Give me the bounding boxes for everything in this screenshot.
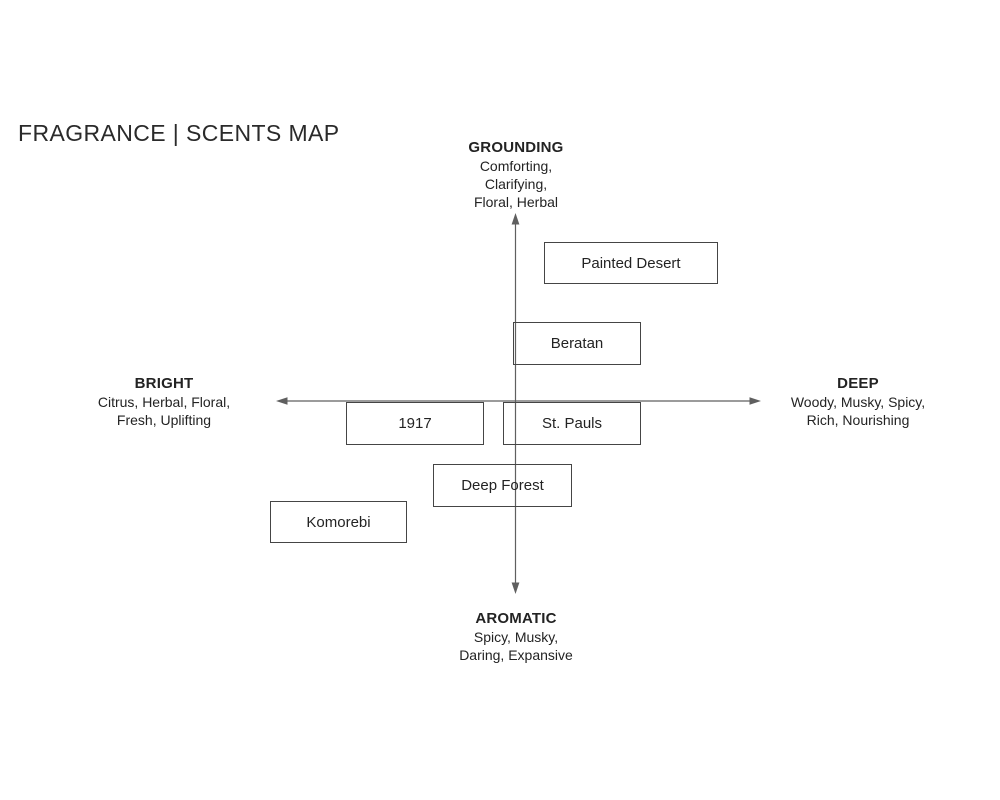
axis-descriptor-line: Woody, Musky, Spicy, <box>790 394 926 410</box>
axis-descriptor-line: Citrus, Herbal, Floral, <box>97 394 231 410</box>
item-komorebi[interactable]: Komorebi <box>270 501 407 543</box>
axis-descriptor-line: Spicy, Musky, <box>473 629 559 645</box>
axis-descriptor-line: Daring, Expansive <box>459 647 573 663</box>
item-1917[interactable]: 1917 <box>346 402 484 445</box>
item-label: Painted Desert <box>581 254 681 272</box>
axis-label-bright: BRIGHT Citrus, Herbal, Floral, Fresh, Up… <box>64 374 264 429</box>
axis-descriptor-line: Fresh, Uplifting <box>116 412 212 428</box>
axis-descriptor-line: Rich, Nourishing <box>806 412 910 428</box>
axis-title-aromatic: AROMATIC <box>475 610 557 627</box>
page-title: FRAGRANCE | SCENTS MAP <box>18 120 340 146</box>
axis-label-deep: DEEP Woody, Musky, Spicy, Rich, Nourishi… <box>758 374 958 429</box>
item-st-pauls[interactable]: St. Pauls <box>503 402 641 445</box>
item-label: St. Pauls <box>541 415 603 432</box>
item-label: Beratan <box>550 335 604 352</box>
axis-descriptor-line: Comforting, <box>479 158 553 174</box>
axis-title-deep: DEEP <box>837 375 879 392</box>
axis-label-aromatic: AROMATIC Spicy, Musky, Daring, Expansive <box>416 609 616 664</box>
axis-descriptor-line: Floral, Herbal <box>473 194 559 210</box>
arrow-right-icon <box>749 397 761 405</box>
item-beratan[interactable]: Beratan <box>513 322 641 365</box>
axis-title-bright: BRIGHT <box>134 375 194 392</box>
arrow-up-icon <box>511 213 520 225</box>
item-label: Komorebi <box>306 513 371 531</box>
item-painted-desert[interactable]: Painted Desert <box>544 242 718 284</box>
item-deep-forest[interactable]: Deep Forest <box>433 464 572 507</box>
item-label: 1917 <box>398 415 432 432</box>
arrow-left-icon <box>276 397 288 405</box>
axis-label-grounding: GROUNDING Comforting, Clarifying, Floral… <box>416 138 616 211</box>
item-label: Deep Forest <box>461 477 544 494</box>
arrow-down-icon <box>511 582 520 594</box>
axis-title-grounding: GROUNDING <box>468 139 564 156</box>
axis-descriptor-line: Clarifying, <box>484 176 548 192</box>
